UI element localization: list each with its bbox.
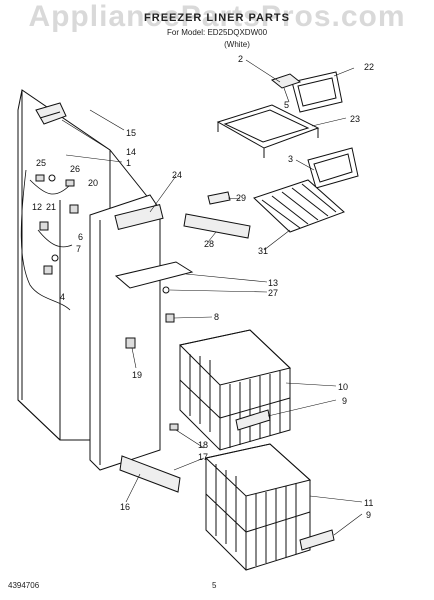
callout-18: 18 <box>198 440 208 450</box>
callout-25: 25 <box>36 158 46 168</box>
screw-27 <box>162 286 170 294</box>
callout-9-upper: 9 <box>342 396 347 406</box>
cover-plate-13 <box>114 261 194 289</box>
upper-basket <box>178 329 292 451</box>
callout-31: 31 <box>258 246 268 256</box>
callout-12: 12 <box>32 202 42 212</box>
shelf-bracket-2 <box>270 73 302 89</box>
color-variant: (White) <box>224 40 250 49</box>
callout-29: 29 <box>236 193 246 203</box>
callout-15: 15 <box>126 128 136 138</box>
page-number: 5 <box>212 581 217 590</box>
callout-2: 2 <box>238 54 243 64</box>
callout-1: 1 <box>126 158 131 168</box>
document-number: 4394706 <box>8 581 40 590</box>
callout-19: 19 <box>132 370 142 380</box>
bottom-rail-16 <box>119 455 181 493</box>
callout-labels: 2 22 5 23 3 15 14 1 25 26 20 24 29 12 21… <box>32 54 374 520</box>
model-subtitle: For Model: ED25DQXDW00 <box>166 28 268 37</box>
callout-21: 21 <box>46 202 56 212</box>
callout-26: 26 <box>70 164 80 174</box>
screw-18 <box>169 423 179 431</box>
bracket-19 <box>125 337 136 349</box>
shelf-frame-3 <box>307 147 359 189</box>
callout-9-lower: 9 <box>366 510 371 520</box>
switch-components <box>35 174 79 275</box>
callout-3: 3 <box>288 154 293 164</box>
wire-shelf-31 <box>253 179 345 233</box>
diagram-title: FREEZER LINER PARTS <box>144 12 290 24</box>
hanger-bracket-29 <box>207 191 231 205</box>
watermark: AppliancePartsPros.com <box>28 0 406 33</box>
damper-bracket <box>35 102 67 125</box>
callout-6: 6 <box>78 232 83 242</box>
liner-wall <box>89 194 161 471</box>
callout-10: 10 <box>338 382 348 392</box>
lower-basket <box>204 443 312 571</box>
basket-handle-9b <box>299 529 335 551</box>
callout-11: 11 <box>364 498 373 508</box>
shelf-support-28 <box>183 213 251 239</box>
callout-22: 22 <box>364 62 374 72</box>
callout-8: 8 <box>214 312 219 322</box>
callout-20: 20 <box>88 178 98 188</box>
callout-28: 28 <box>204 239 214 249</box>
callout-5: 5 <box>284 100 289 110</box>
callout-14: 14 <box>126 147 136 157</box>
shelf-glass-23 <box>216 104 320 158</box>
shelf-frame-22 <box>291 71 343 113</box>
callout-17: 17 <box>198 452 208 462</box>
callout-23: 23 <box>350 114 360 124</box>
wiring-harness <box>20 169 73 311</box>
callout-16: 16 <box>120 502 130 512</box>
callout-13: 13 <box>268 278 278 288</box>
callout-24: 24 <box>172 170 182 180</box>
leader-lines <box>61 59 363 536</box>
clip-8 <box>165 313 175 323</box>
callout-27: 27 <box>268 288 278 298</box>
callout-4: 4 <box>60 292 65 302</box>
basket-handle-9a <box>235 409 271 431</box>
callout-7: 7 <box>76 244 81 254</box>
